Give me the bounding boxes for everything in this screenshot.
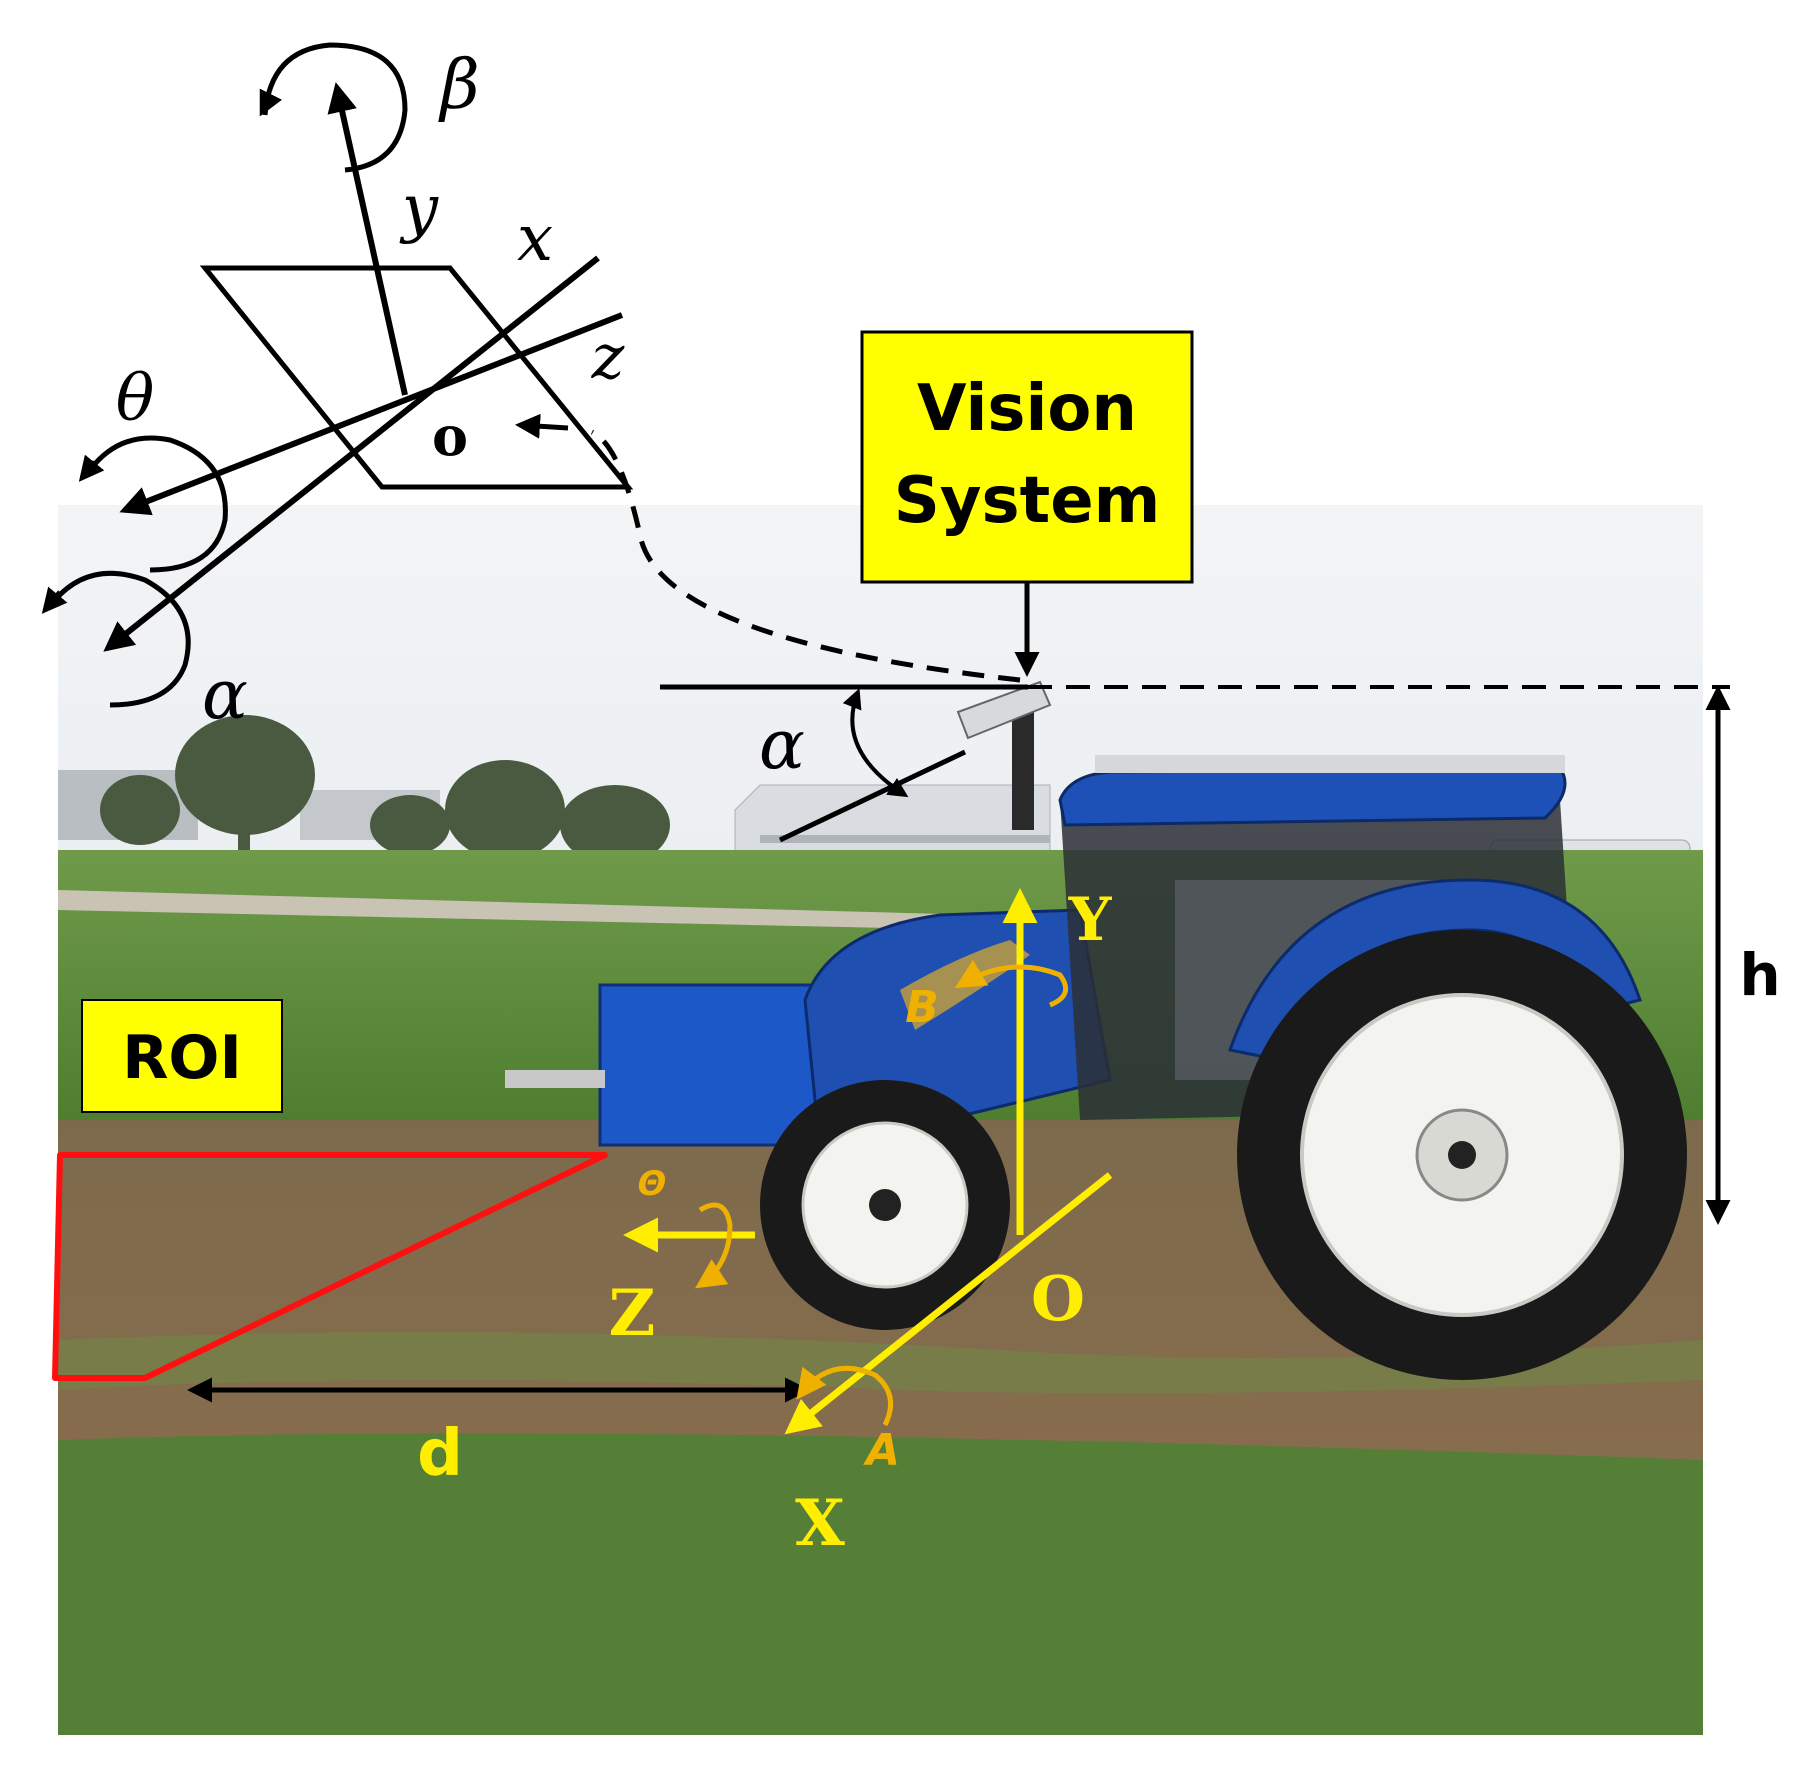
front-rail [505,1070,605,1088]
camera-coordinate-frame: β y x z θ α o [41,42,634,735]
world-b-label: B [905,982,939,1033]
cam-x-label: x [517,202,553,276]
tilt-angle-arc [842,688,909,798]
cam-z-label: z [591,320,625,393]
image-plane [199,265,634,490]
alpha-rotation-arc [53,570,191,708]
front-box [598,983,817,1147]
cam-y-label: y [399,172,439,246]
roi-box [81,999,283,1113]
vision-system-line2: System [894,464,1161,538]
world-a-label: A [863,1425,900,1476]
world-x-axis [784,1172,1113,1435]
alpha-arrowhead [41,586,68,614]
world-theta-label: Θ [638,1164,667,1204]
roof-panel [1095,755,1565,773]
world-o-label: O [1031,1262,1085,1335]
cam-theta-axis [119,312,624,516]
world-z-label: Z [609,1276,656,1351]
world-coordinate-frame: Y Z X O B Θ A [609,885,1113,1561]
theta-world-rotation-arc [695,1202,733,1289]
beta-arrowhead [259,88,283,117]
height-h-label: h [1739,941,1780,1009]
a-rotation-arc [796,1365,894,1427]
cab-roof [1058,766,1567,827]
vision-system-line1: Vision [917,372,1137,446]
distance-d-label: d [417,1417,463,1491]
cam-beta-label: β [437,46,479,125]
cam-theta-label: θ [116,362,155,436]
gravel-road [58,890,980,930]
roi-outline [52,1152,608,1381]
cam-y-axis [327,82,408,396]
roi-label: ROI [122,1023,242,1093]
camera-housing [956,680,1052,740]
cam-origin-label: o [432,404,468,468]
tree-line [100,715,670,865]
roi-label-box: ROI [81,999,283,1113]
vision-system-box: Vision System [860,330,1194,584]
camera-frame-connector [590,429,1021,683]
beta-rotation-arc [262,42,408,173]
cam-alpha-label: α [202,656,248,735]
theta-arrowhead [78,454,105,482]
cam-alpha-axis [103,255,600,652]
hangar-stripe [760,835,1050,843]
camera-mast [1012,700,1034,830]
world-y-label: Y [1068,885,1113,955]
b-rotation-arc [954,959,1069,1008]
grass-near [58,1433,1703,1735]
connector-arrowhead [515,413,569,439]
tilt-alpha-label: α [759,706,805,785]
vision-system-rect [860,330,1194,584]
rear-hub-center [1448,1141,1476,1169]
theta-rotation-arc [88,435,228,573]
world-x-label: X [795,1486,845,1561]
front-hub [869,1189,901,1221]
